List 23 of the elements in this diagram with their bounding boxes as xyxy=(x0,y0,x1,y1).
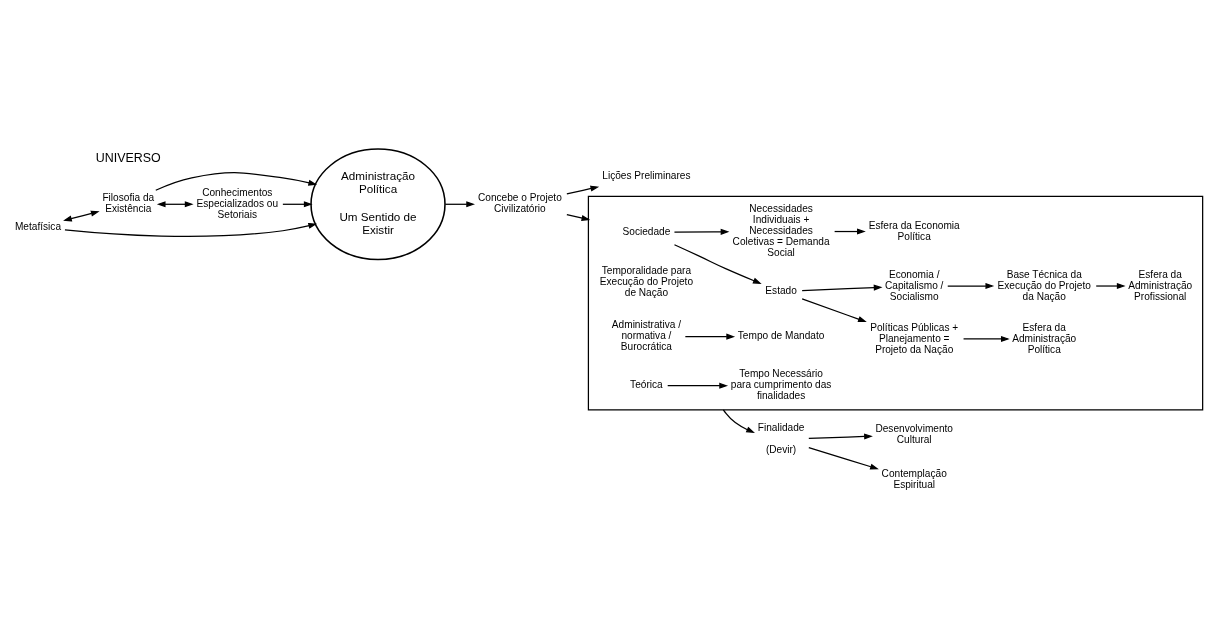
node-text: Conhecimentos Especializados ou Setoriais xyxy=(196,187,279,220)
node-text: Administrativa / normativa / Burocrática xyxy=(611,319,681,353)
node-text: Políticas Públicas + Planejamento = Projeto da Nação xyxy=(870,321,959,355)
node-text: Finalidade (Devir) xyxy=(757,421,805,456)
node-text: Temporalidade para Execução do Projeto de Nação xyxy=(599,264,694,298)
node-text: Esfera da Administração Política xyxy=(1012,321,1077,355)
node-text: Tempo de Mandato xyxy=(737,330,825,342)
node-text: Desenvolvimento Cultural xyxy=(875,422,953,445)
node-text: Contemplação Espiritual xyxy=(881,468,947,490)
node-text: Economia / Capitalismo / Socialismo xyxy=(885,268,944,302)
node-text: Esfera da Economia Política xyxy=(868,219,960,242)
node-text: Filosofia da Existência xyxy=(102,192,155,215)
node-text: Estado xyxy=(765,285,797,297)
node-text: Tempo Necessário para cumprimento das finalidades xyxy=(730,368,832,402)
label: UNIVERSO xyxy=(95,151,161,166)
node-text: Esfera da Administração Profissional xyxy=(1128,268,1193,302)
node-text: Lições Preliminares xyxy=(602,169,691,181)
node-text: Concebe o Projeto Civilizatório xyxy=(478,192,562,215)
node-text: Metafísica xyxy=(14,220,62,232)
node-text: Base Técnica da Execução do Projeto da Nação xyxy=(997,268,1091,302)
node-text: Teórica xyxy=(630,379,663,391)
node-text: Necessidades Individuais + Necessidades Coletivas = Demanda Social xyxy=(732,203,830,258)
node-text: Sociedade xyxy=(622,225,671,237)
